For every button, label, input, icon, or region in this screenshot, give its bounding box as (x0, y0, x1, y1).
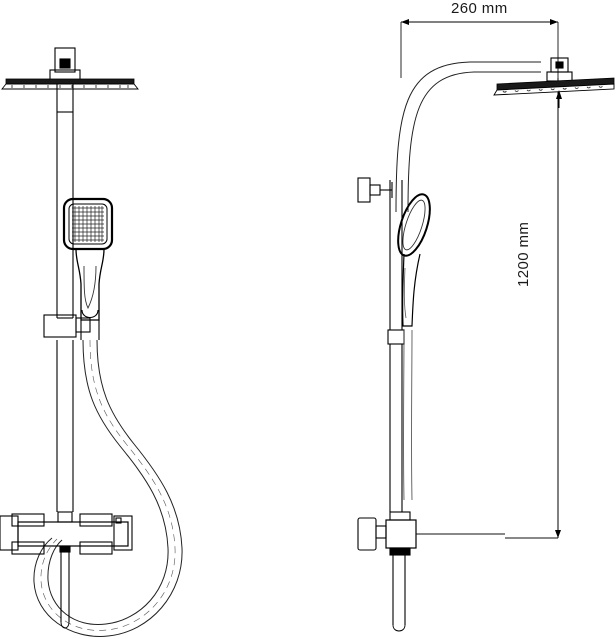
front-view-thermostatic-mixer (0, 511, 133, 629)
front-view-shower-head-joint (49, 47, 81, 81)
side-view-gooseneck-arm (395, 61, 541, 213)
dimension-label-width: 260 mm (451, 0, 508, 17)
side-view-handset (397, 193, 431, 327)
front-view-shower-hose (33, 339, 183, 637)
front-view-riser-rail (56, 84, 74, 512)
front-view-handset (62, 197, 114, 321)
dimension-line-width (400, 19, 559, 78)
side-view-rain-shower-head (493, 77, 615, 108)
dimension-line-height (505, 78, 561, 539)
side-view-shower-hose (403, 329, 413, 501)
side-view-thermostatic-mixer (357, 511, 505, 632)
dimension-label-height: 1200 mm (515, 221, 532, 287)
side-view-wall-bracket (357, 177, 393, 203)
front-view-rain-shower-head (1, 78, 139, 90)
front-view-slider-bracket (43, 309, 100, 340)
side-view-shower-head-joint (546, 57, 573, 82)
side-view-riser-rail (387, 180, 405, 512)
